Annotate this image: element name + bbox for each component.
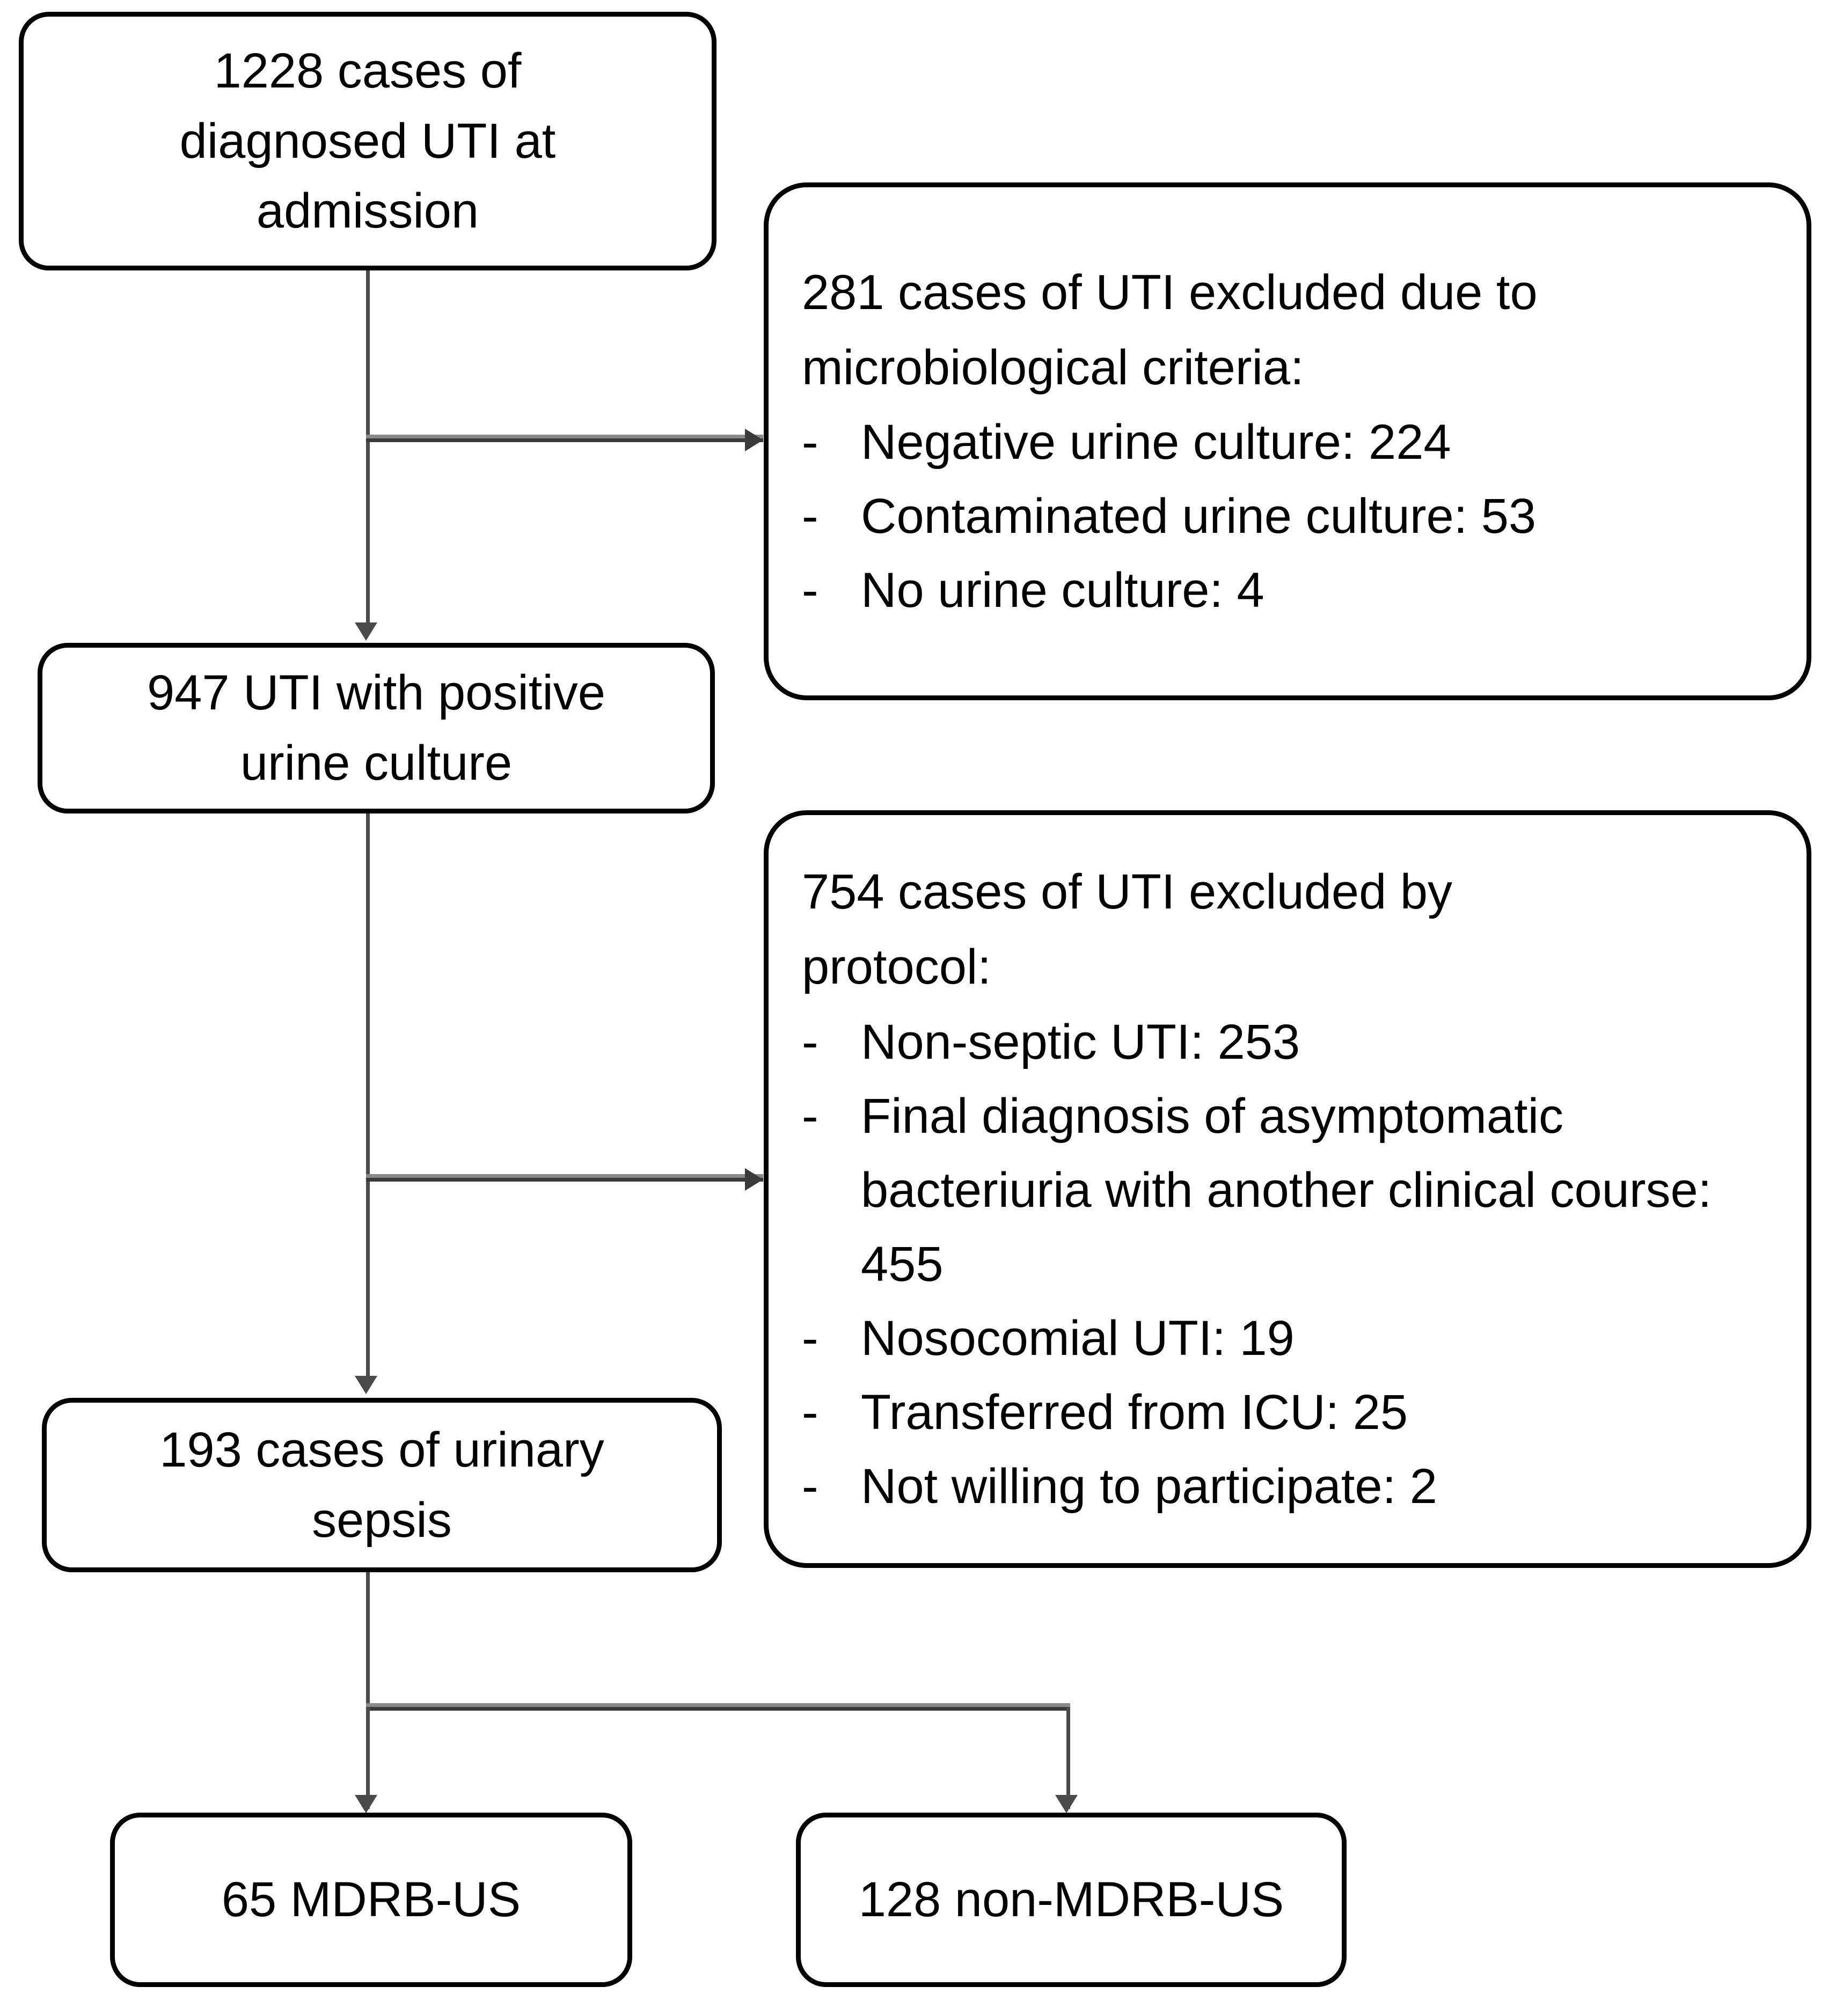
connector-sepsis-split-top	[366, 1703, 1070, 1707]
list-item: - Negative urine culture: 224	[802, 405, 1780, 479]
arrowhead-positive-to-sepsis	[355, 1376, 377, 1394]
list-dash: -	[802, 1014, 818, 1069]
connector-to-exclusion-micro	[366, 438, 763, 442]
connector-sepsis-split	[366, 1707, 1070, 1711]
exclusion-protocol-heading: 754 cases of UTI excluded by protocol:	[802, 864, 1452, 994]
connector-sepsis-to-mdrb	[366, 1707, 370, 1809]
node-positive-culture-label: 947 UTI with positive urine culture	[147, 665, 605, 790]
exclusion-microbiological-list: - Negative urine culture: 224 - Contamin…	[769, 405, 1807, 627]
list-dash: -	[802, 1088, 818, 1143]
list-item-label: Non-septic UTI: 253	[861, 1014, 1300, 1069]
list-dash: -	[802, 415, 818, 470]
node-positive-culture-box: 947 UTI with positive urine culture	[38, 643, 715, 813]
connector-sepsis-stem	[366, 1572, 370, 1706]
list-item: - Final diagnosis of asymptomatic bacter…	[802, 1079, 1780, 1301]
arrowhead-sepsis-to-mdrb	[355, 1795, 377, 1813]
list-item-label: Final diagnosis of asymptomatic bacteriu…	[861, 1088, 1712, 1292]
arrowhead-to-exclusion-micro	[745, 429, 763, 451]
arrowhead-sepsis-to-non-mdrb	[1055, 1795, 1078, 1813]
exclusion-microbiological-box: 281 cases of UTI excluded due to microbi…	[764, 182, 1811, 700]
list-item-label: No urine culture: 4	[861, 563, 1264, 618]
arrowhead-to-exclusion-protocol	[745, 1168, 763, 1191]
node-mdrb-box: 65 MDRB-US	[110, 1813, 632, 1987]
node-start-box: 1228 cases of diagnosed UTI at admission	[19, 12, 716, 270]
node-start-label: 1228 cases of diagnosed UTI at admission	[179, 43, 556, 239]
node-urinary-sepsis-label: 193 cases of urinary sepsis	[159, 1422, 604, 1548]
list-dash: -	[802, 563, 818, 618]
list-item-label: Nosocomial UTI: 19	[861, 1310, 1295, 1366]
list-item: - No urine culture: 4	[802, 553, 1780, 627]
list-dash: -	[802, 1458, 818, 1514]
connector-sepsis-to-non-mdrb	[1066, 1707, 1070, 1809]
exclusion-protocol-box: 754 cases of UTI excluded by protocol: -…	[764, 810, 1811, 1568]
exclusion-protocol-list: - Non-septic UTI: 253 - Final diagnosis …	[769, 1005, 1807, 1523]
node-mdrb-label: 65 MDRB-US	[221, 1872, 521, 1927]
connector-to-exclusion-micro-top	[366, 435, 763, 438]
node-urinary-sepsis-box: 193 cases of urinary sepsis	[42, 1398, 722, 1572]
list-item: - Transferred from ICU: 25	[802, 1375, 1780, 1449]
list-item: - Contaminated urine culture: 53	[802, 479, 1780, 553]
node-non-mdrb-box: 128 non-MDRB-US	[796, 1813, 1347, 1987]
connector-start-to-positive	[366, 270, 370, 625]
list-dash: -	[802, 489, 818, 544]
list-item-label: Not willing to participate: 2	[861, 1458, 1437, 1514]
connector-positive-to-sepsis	[366, 813, 370, 1378]
list-item: - Non-septic UTI: 253	[802, 1005, 1780, 1079]
connector-to-exclusion-protocol-top	[366, 1174, 763, 1178]
list-item-label: Contaminated urine culture: 53	[861, 489, 1537, 544]
arrowhead-start-to-positive	[355, 622, 377, 641]
list-item-label: Negative urine culture: 224	[861, 415, 1451, 470]
connector-to-exclusion-protocol	[366, 1178, 763, 1182]
list-dash: -	[802, 1310, 818, 1366]
list-item-label: Transferred from ICU: 25	[861, 1384, 1408, 1440]
list-item: - Nosocomial UTI: 19	[802, 1301, 1780, 1375]
node-non-mdrb-label: 128 non-MDRB-US	[858, 1872, 1284, 1927]
list-dash: -	[802, 1384, 818, 1440]
exclusion-microbiological-heading: 281 cases of UTI excluded due to microbi…	[802, 265, 1538, 395]
list-item: - Not willing to participate: 2	[802, 1449, 1780, 1523]
